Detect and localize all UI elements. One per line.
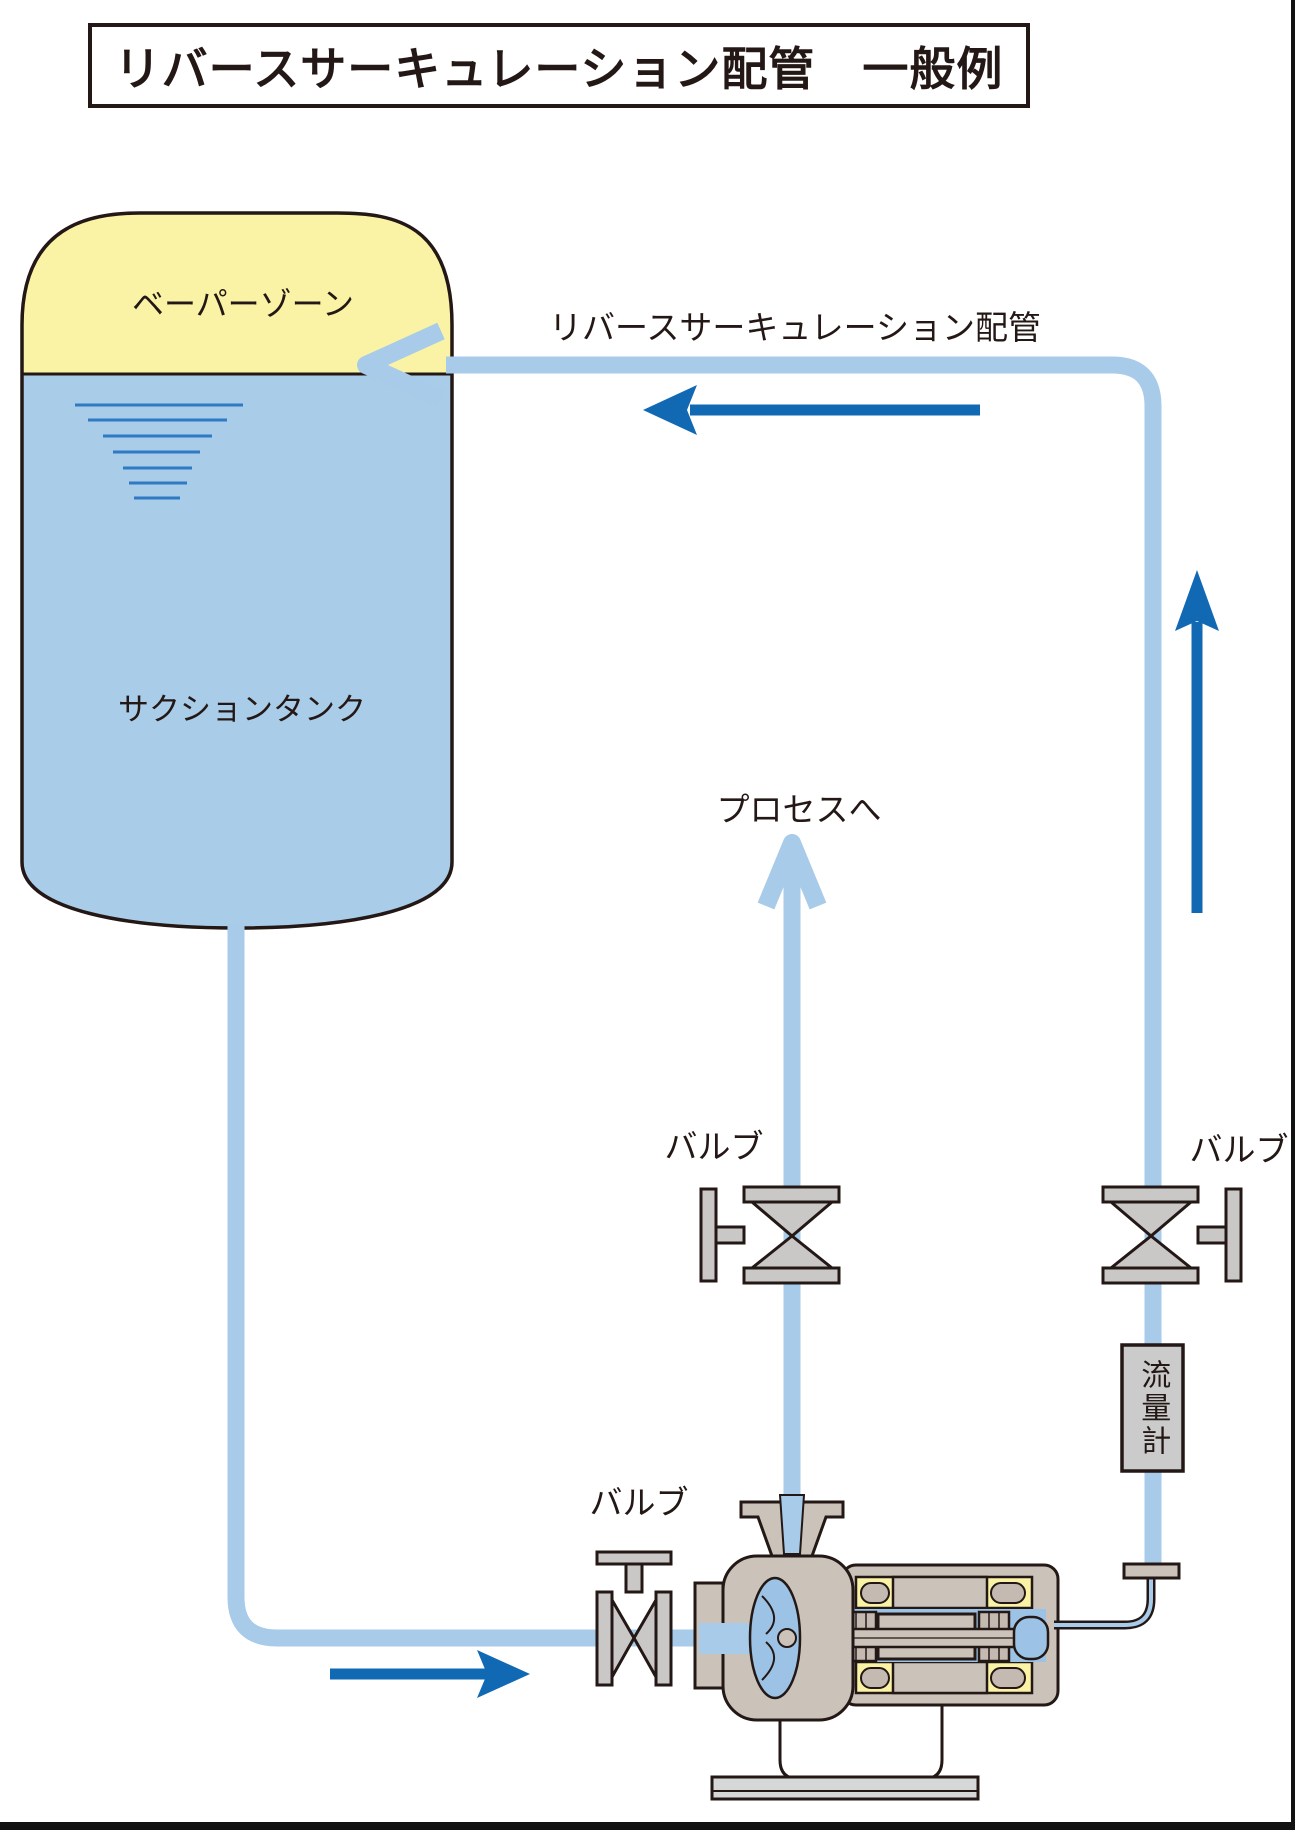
impeller-vane-bottom (761, 1641, 775, 1681)
coil-end-top-right (990, 1582, 1026, 1604)
circulation-tube-bore (1054, 1577, 1153, 1627)
valve-handle-stem (624, 1562, 644, 1594)
coil-end-bottom-right (990, 1667, 1026, 1689)
circulation-tube-outline (1054, 1577, 1156, 1630)
tank-outline (20, 211, 454, 930)
suction-tank (20, 211, 454, 930)
valve-flange-bottom (742, 1266, 841, 1285)
to-process-arrowhead-icon (757, 834, 827, 910)
reverse-circulation-pipe (446, 356, 1162, 1566)
flow-direction-arrows (330, 385, 1219, 1698)
discharge-valve-label: バルブ (664, 1128, 764, 1165)
suction-pipe (227, 924, 702, 1647)
coil-end-top-left (860, 1582, 890, 1604)
flow-meter-box (1120, 1343, 1185, 1473)
valve-handle-bar (1224, 1187, 1243, 1283)
flow-arrow-up-icon (1175, 570, 1219, 913)
valve-handle-bar (595, 1550, 673, 1566)
tank-vapor-zone (22, 213, 452, 374)
return-into-tank-arrowhead-icon (357, 322, 445, 408)
diagram-title: リバースサーキュレーション配管 一般例 (114, 42, 1004, 95)
pump (693, 1494, 1181, 1801)
valve-handle-bar (699, 1187, 718, 1283)
discharge-bore (778, 1494, 806, 1555)
impeller-vane-top (761, 1595, 775, 1635)
page-right-border (1291, 0, 1295, 1830)
vapor-zone-label: ベーパーゾーン (131, 286, 355, 322)
valve-flange-bottom (1101, 1266, 1200, 1285)
valve-flange-left (595, 1590, 614, 1687)
discharge-valve (699, 1185, 841, 1285)
liquid-surface-ripples (75, 403, 243, 500)
impeller (748, 1576, 802, 1700)
flow-meter-label: 流量計 (1136, 1358, 1170, 1458)
flow-arrow-left-icon (643, 385, 980, 435)
stator-core-bottom (891, 1660, 989, 1695)
valve-handle-stem (714, 1225, 746, 1245)
circulation-flange (1122, 1562, 1181, 1580)
suction-tank-label: サクションタンク (118, 692, 366, 727)
title-box: リバースサーキュレーション配管 一般例 (88, 23, 1030, 108)
valve-body-left (610, 1594, 636, 1683)
pump-base-plate (710, 1775, 980, 1801)
rear-fluid-pocket (1012, 1615, 1050, 1661)
suction-valve (595, 1550, 673, 1687)
stator-core-top (891, 1575, 989, 1610)
tank-liquid (22, 213, 452, 928)
suction-valve-label: バルブ (589, 1484, 689, 1521)
valve-body-lower (747, 1234, 837, 1270)
impeller-hub (777, 1628, 797, 1648)
pipes (227, 356, 1162, 1647)
valve-body-upper (1106, 1200, 1196, 1238)
suction-bore (699, 1623, 755, 1654)
reverse-circulation-pipe-label: リバースサーキュレーション配管 (548, 309, 1042, 346)
coil-end-bottom-left (860, 1667, 890, 1689)
valve-body-lower (1106, 1234, 1196, 1270)
page-bottom-border (0, 1822, 1295, 1830)
reverse-circulation-valve (1101, 1185, 1243, 1285)
valve-flange-top (742, 1185, 841, 1204)
to-process-label: プロセスへ (716, 791, 882, 828)
flow-arrow-right-icon (330, 1650, 530, 1698)
valve-body-right (632, 1594, 658, 1683)
valve-body-upper (747, 1200, 837, 1238)
reverse-valve-label: バルブ (1189, 1131, 1289, 1168)
valve-flange-right (654, 1590, 673, 1687)
valve-handle-stem (1196, 1225, 1228, 1245)
valve-flange-top (1101, 1185, 1200, 1204)
